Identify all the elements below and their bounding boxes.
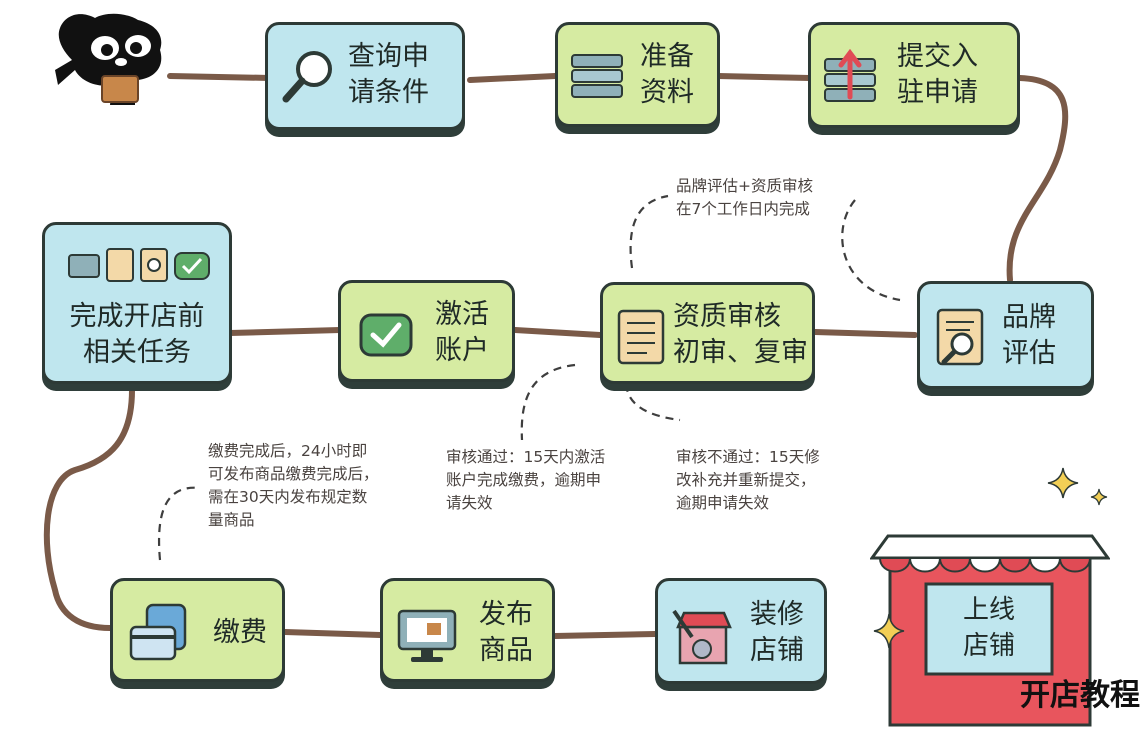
step-label: 提交入 驻申请 [897,41,978,108]
rope-connectors [43,73,1069,639]
step-pre-opening-tasks: 完成开店前 相关任务 [42,222,232,384]
shop-tools-icon [672,607,734,671]
step-check-conditions: 查询申 请条件 [265,22,465,130]
store-illustration: 上线 店铺 [869,500,1111,730]
upload-stack-icon [823,48,881,109]
watermark: 开店教程 [1020,678,1140,713]
sparkle-icon [1090,488,1108,510]
step-activate-account: 激活 账户 [338,280,515,382]
monitor-icon [397,609,459,669]
step-decorate-store: 装修 店铺 [655,578,827,684]
step-qualification-review: 资质审核 初审、复审 [600,282,815,384]
sparkle-icon [872,612,906,654]
payment-card-icon [129,603,191,669]
step-label: 缴费 [213,617,267,648]
step-label: 装修 店铺 [750,599,804,666]
brand-evaluation-note: 品牌评估+资质审核 在7个工作日内完成 [676,177,813,218]
step-label: 查询申 请条件 [348,41,429,108]
checklist-icon [615,307,669,371]
clipboard-magnifier-icon [934,306,990,372]
step-label: 发布 商品 [479,599,533,666]
step-brand-evaluation: 品牌 评估 [917,281,1094,389]
step-label: 完成开店前 相关任务 [69,301,205,368]
step-prepare-materials: 准备 资料 [555,22,720,127]
step-label: 资质审核 初审、复审 [673,301,808,368]
sparkle-icon [1046,466,1080,504]
store-sign-label: 上线 店铺 [962,595,1015,661]
step-label: 品牌 评估 [1002,302,1056,369]
mascot-icon [50,10,175,120]
step-label: 激活 账户 [435,299,489,366]
magnifier-icon [280,45,340,109]
review-fail-note: 审核不通过：15天修 改补充并重新提交， 逾期申请失效 [676,448,820,512]
task-icons-row [67,247,217,287]
step-pay-fees: 缴费 [110,578,285,682]
step-submit-application: 提交入 驻申请 [808,22,1020,128]
step-publish-products: 发布 商品 [380,578,555,682]
payment-note: 缴费完成后，24小时即 可发布商品缴费完成后， 需在30天内发布规定数 量商品 [208,442,379,529]
review-pass-note: 审核通过：15天内激活 账户完成缴费，逾期申 请失效 [446,448,606,512]
documents-stack-icon [570,51,626,105]
dashed-connectors [158,194,901,561]
step-label: 准备 资料 [640,41,694,108]
check-button-icon [359,311,415,363]
